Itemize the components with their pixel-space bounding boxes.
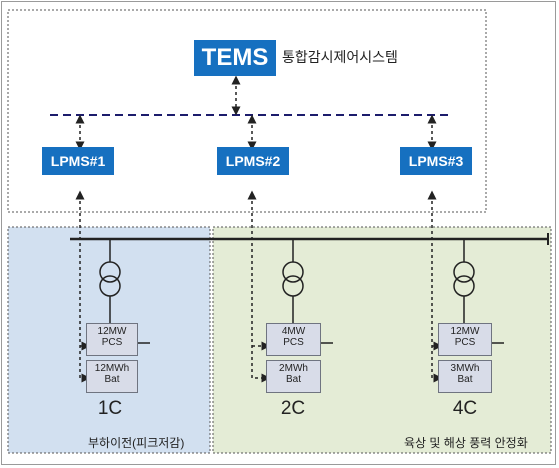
lpms-box-3: LPMS#3	[400, 147, 472, 175]
pcs-text: PCS	[283, 337, 304, 348]
bat-text: Bat	[285, 374, 301, 385]
lpms-label: LPMS#3	[408, 153, 464, 169]
node-label-3: 4C	[452, 398, 478, 419]
region-right-label: 육상 및 해상 풍력 안정화	[404, 436, 528, 450]
pcs-rating: 12MW	[450, 326, 480, 337]
lpms-box-2: LPMS#2	[217, 147, 289, 175]
bat-text: Bat	[104, 374, 120, 385]
pcs-cell-2: 4MW PCS	[266, 323, 321, 356]
node-label-1: 1C	[97, 398, 123, 419]
pcs-rating: 12MW	[97, 326, 127, 337]
pcs-rating: 4MW	[281, 326, 306, 337]
pcs-text: PCS	[101, 337, 123, 348]
region-right	[212, 226, 552, 454]
lpms-box-1: LPMS#1	[42, 147, 114, 175]
pcs-cell-3: 12MW PCS	[438, 323, 492, 356]
bat-rating: 12MWh	[94, 363, 130, 374]
control-link-1	[75, 190, 91, 383]
lpms-label: LPMS#2	[225, 153, 281, 169]
bat-rating: 2MWh	[279, 363, 308, 374]
control-link-2	[247, 190, 271, 383]
node-label-2: 2C	[280, 398, 306, 419]
tems-label: TEMS	[201, 44, 269, 71]
bat-cell-2: 2MWh Bat	[266, 360, 321, 393]
bat-cell-3: 3MWh Bat	[438, 360, 492, 393]
tems-box: TEMS	[194, 40, 276, 76]
pcs-text: PCS	[454, 337, 476, 348]
bat-cell-1: 12MWh Bat	[86, 360, 138, 393]
bat-text: Bat	[457, 374, 473, 385]
bat-rating: 3MWh	[450, 363, 480, 374]
pcs-cell-1: 12MW PCS	[86, 323, 138, 356]
region-left-label: 부하이전(피크저감)	[88, 436, 185, 450]
lpms-label: LPMS#1	[50, 153, 106, 169]
control-link-3	[427, 190, 443, 383]
tems-description: 통합감시제어시스템	[282, 49, 398, 65]
